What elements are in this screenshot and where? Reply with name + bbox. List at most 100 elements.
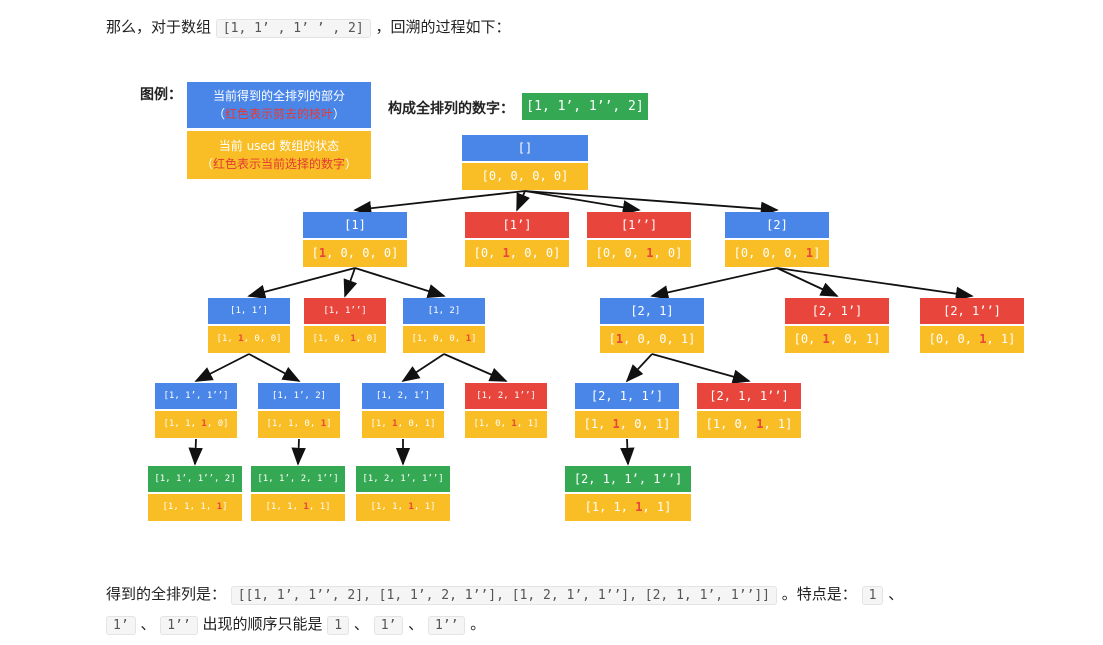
tree-node-n1pp: [1’’][0, 0, 1, 0] <box>587 212 691 267</box>
result-sep: 、 <box>408 615 424 633</box>
used-flag: 0 <box>488 169 497 183</box>
node-used-state: [0, 1, 0, 0] <box>465 240 569 267</box>
used-flag: 1 <box>590 417 599 431</box>
legend-yellow-line2: （红色表示当前选择的数字） <box>200 157 358 171</box>
tree-edge-n11p1pp-l1 <box>188 438 203 466</box>
used-flag: 1 <box>1000 332 1009 346</box>
tree-edge-n2-n21pp <box>776 267 974 301</box>
used-flag: 1 <box>200 502 206 512</box>
used-flag: 0 <box>740 246 749 260</box>
used-flag: 0 <box>532 169 540 183</box>
used-flag: 0 <box>624 246 632 260</box>
used-flag: 1 <box>712 417 721 431</box>
tree-node-l3: [1, 2, 1’, 1’’][1, 1, 1, 1] <box>356 466 450 521</box>
node-perm: [2, 1] <box>600 298 704 324</box>
used-flag: 0 <box>659 332 667 346</box>
used-flag: 0 <box>800 332 809 346</box>
tree-edge-n12-n121pp <box>443 353 508 382</box>
used-flag: 1 <box>805 246 814 260</box>
used-flag: 1 <box>591 500 600 514</box>
result-mid: 。特点是： <box>781 585 857 603</box>
tree-edge-n21-n211pp <box>651 353 751 384</box>
used-flag: 1 <box>822 332 830 346</box>
node-perm: [1, 2, 1’, 1’’] <box>356 466 450 492</box>
node-used-state: [1, 0, 1, 1] <box>697 411 801 438</box>
used-flag: 0 <box>545 246 554 260</box>
used-flag: 1 <box>635 500 643 514</box>
used-flag: 1 <box>655 417 664 431</box>
tree-edge-n2-n21p <box>776 267 839 297</box>
result-mid2: 出现的顺序只能是 <box>202 615 323 633</box>
node-used-state: [1, 1, 0, 0] <box>208 326 290 353</box>
tree-node-n121p: [1, 2, 1’][1, 1, 0, 1] <box>362 383 444 438</box>
used-flag: 0 <box>449 334 455 344</box>
result-code-1p: 1’ <box>106 616 136 635</box>
legend-title: 图例： <box>140 87 182 103</box>
used-flag: 1 <box>392 502 398 512</box>
used-flag: 1 <box>216 502 223 512</box>
node-perm: [2] <box>725 212 829 238</box>
result-order-1p: 1’ <box>373 616 404 635</box>
tree-edge-n12-n121p <box>401 353 445 382</box>
used-flag: 1 <box>318 246 327 260</box>
used-flag: 1 <box>270 502 277 512</box>
tree-node-n11p1pp: [1, 1’, 1’’][1, 1, 1, 0] <box>155 383 237 438</box>
node-used-state: [1, 1, 1, 0] <box>155 411 237 438</box>
used-flag: 1 <box>478 419 485 429</box>
result-order-1pp: 1’’ <box>427 616 466 635</box>
tree-edge-root-n2 <box>524 190 779 216</box>
used-flag: 1 <box>865 332 874 346</box>
node-perm: [1] <box>303 212 407 238</box>
node-used-state: [1, 1, 1, 1] <box>148 494 242 521</box>
used-flag: 0 <box>366 334 373 344</box>
intro-prefix: 那么，对于数组 <box>106 18 212 36</box>
result-order-1: 1 <box>327 616 350 635</box>
node-perm: [1, 2, 1’] <box>362 383 444 409</box>
tree-node-l1: [1, 1’, 1’’, 2][1, 1, 1, 1] <box>148 466 242 521</box>
used-flag: 0 <box>408 419 414 429</box>
used-flag: 1 <box>424 419 431 429</box>
tree-node-n11pp: [1, 1’’][1, 0, 1, 0] <box>304 298 386 353</box>
tree-node-n1p: [1’][0, 1, 0, 0] <box>465 212 569 267</box>
node-perm: [1’’] <box>587 212 691 238</box>
node-perm: [1, 1’’] <box>304 298 386 324</box>
tree-node-root: [][0, 0, 0, 0] <box>462 135 588 190</box>
result-prefix: 得到的全排列是： <box>106 585 227 603</box>
tree-node-n2: [2][0, 0, 0, 1] <box>725 212 829 267</box>
node-perm: [1, 2, 1’’] <box>465 383 547 409</box>
used-flag: 1 <box>416 334 423 344</box>
node-perm: [2, 1, 1’’] <box>697 383 801 409</box>
node-perm: [2, 1, 1’] <box>575 383 679 409</box>
result-paragraph: 得到的全排列是： [[1, 1’, 1’’, 2], [1, 1’, 2, 1’… <box>106 580 1066 640</box>
tree-node-n21p: [2, 1’][0, 1, 0, 1] <box>785 298 889 353</box>
tree-edge-n1-n12 <box>354 267 446 299</box>
node-perm: [2, 1, 1’, 1’’] <box>565 466 691 492</box>
used-flag: 1 <box>271 419 278 429</box>
used-flag: 1 <box>527 419 534 429</box>
result-sep: 、 <box>888 585 904 603</box>
used-flag: 1 <box>221 334 228 344</box>
used-flag: 0 <box>433 334 439 344</box>
node-used-state: [1, 0, 1, 1] <box>465 411 547 438</box>
used-flag: 0 <box>510 169 518 183</box>
used-flag: 1 <box>502 246 510 260</box>
node-perm: [1, 1’] <box>208 298 290 324</box>
used-flag: 0 <box>762 246 770 260</box>
used-flag: 1 <box>656 500 665 514</box>
used-flag: 0 <box>553 169 562 183</box>
used-flag: 1 <box>511 419 517 429</box>
node-used-state: [0, 0, 0, 1] <box>725 240 829 267</box>
used-flag: 0 <box>602 246 611 260</box>
used-flag: 1 <box>167 502 174 512</box>
node-used-state: [1, 0, 0, 0] <box>303 240 407 267</box>
node-used-state: [0, 0, 1, 0] <box>587 240 691 267</box>
node-perm: [1, 1’, 2, 1’’] <box>251 466 345 492</box>
used-flag: 0 <box>362 246 370 260</box>
node-perm: [] <box>462 135 588 161</box>
node-used-state: [0, 0, 1, 1] <box>920 326 1024 353</box>
used-flag: 1 <box>979 332 987 346</box>
used-flag: 1 <box>424 502 431 512</box>
tree-edge-n2-n21 <box>650 267 778 300</box>
node-used-state: [1, 1, 1, 1] <box>565 494 691 521</box>
